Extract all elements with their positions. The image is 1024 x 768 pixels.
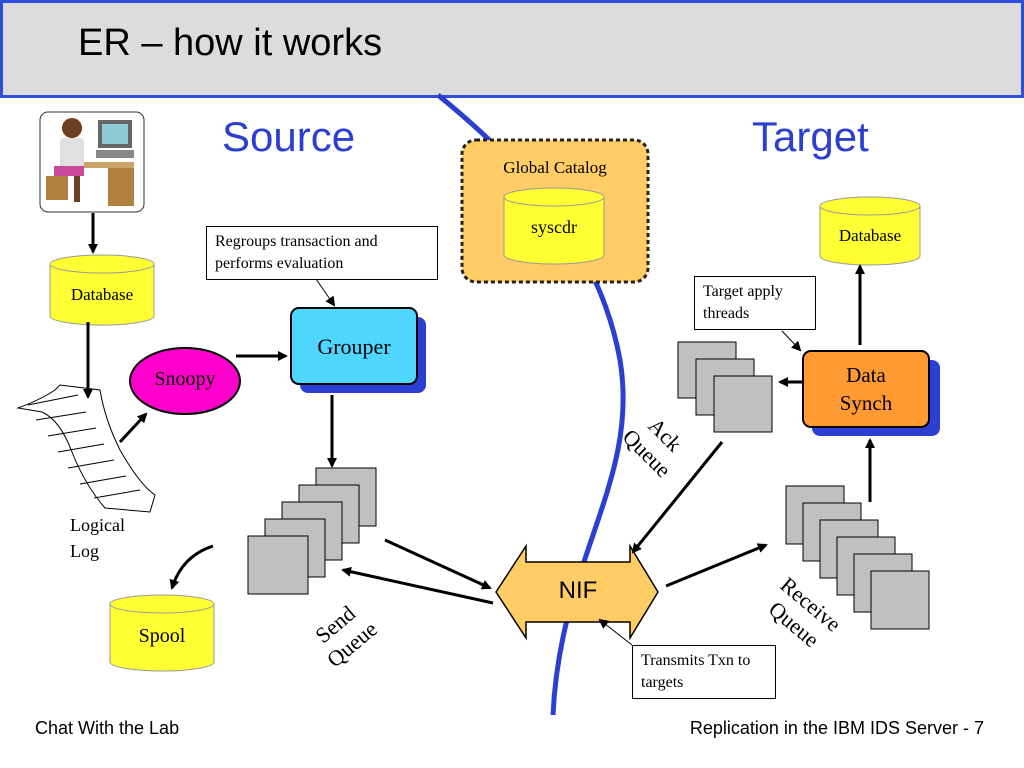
database-source-icon [49,254,155,326]
arrow-ack-to-nif [631,441,724,554]
spool-db-icon [109,594,215,672]
syscdr-db-icon [503,187,605,265]
database-target-icon [819,196,921,266]
callout-pointer-grouper [315,278,336,307]
nif-label: NIF [558,577,598,604]
transmits-callout: Transmits Txn to targets [632,645,776,699]
footer-left: Chat With the Lab [35,718,180,738]
spool-label: Spool [138,625,186,647]
arrow-to-spool [169,544,214,590]
arrow-sendqueue-to-nif [384,538,492,590]
snoopy-label: Snoopy [154,368,216,390]
grouper-label: Grouper [317,334,391,359]
nif-node [495,543,659,641]
callout-pointer-transmits [598,618,633,646]
arrow-nif-to-sendqueue [341,566,494,605]
send-queue-docs [247,467,377,595]
footer-right: Replication in the IBM IDS Server - 7 [689,718,984,738]
arrow-nif-to-receive [665,543,768,588]
target-heading: Target [752,113,869,160]
database-source-label: Database [70,285,134,304]
callout-pointer-target-apply [781,330,802,352]
title-bar [0,0,1024,98]
ack-queue-docs [677,341,773,433]
arrow-log-to-snoopy [118,412,148,444]
logical-log-label: Logical Log [70,515,125,561]
receive-queue-docs [785,485,930,630]
target-apply-callout: Target apply threads [694,276,816,330]
ack-queue-label: Ack Queue [618,413,687,482]
operator-icon [39,111,145,213]
snoopy-node [129,347,241,415]
source-heading: Source [222,113,356,160]
logical-log-icon [16,384,156,513]
page-title: ER – how it works [78,22,383,64]
grouper-callout: Regroups transaction and performs evalua… [206,226,438,280]
grouper-node [290,307,418,385]
send-queue-label: Send Queue [310,601,382,673]
data-synch-label: Data Synch [839,363,893,415]
receive-queue-label: Receive Queue [764,572,846,652]
global-catalog-title: Global Catalog [503,158,607,177]
database-target-label: Database [838,226,902,245]
syscdr-label: syscdr [531,217,577,237]
data-synch-node [802,350,930,428]
